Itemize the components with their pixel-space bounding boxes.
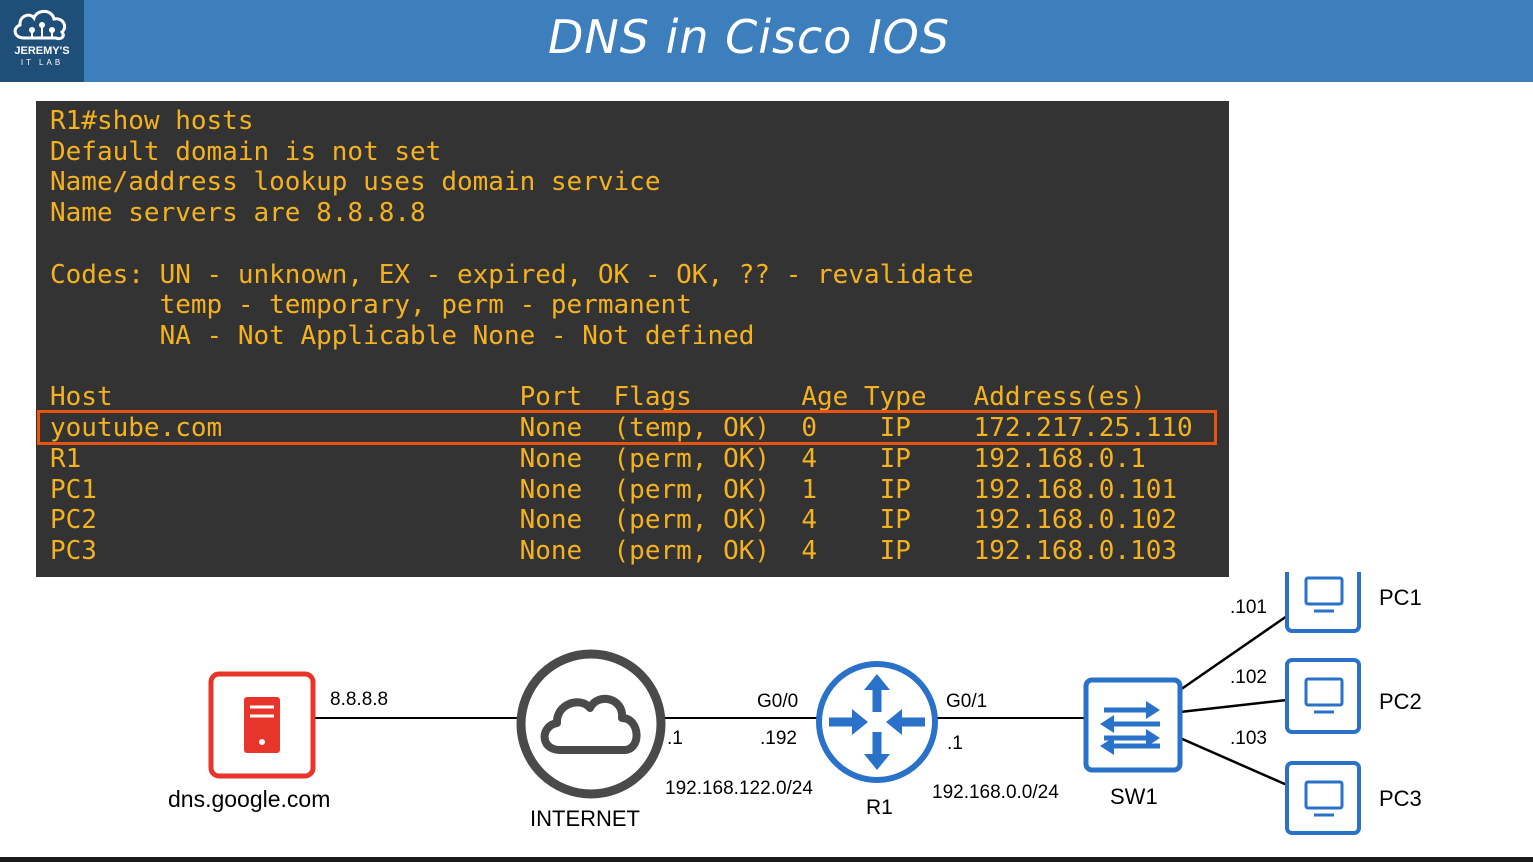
pc3-ip-label: .103 bbox=[1230, 728, 1267, 749]
terminal-line: temp - temporary, perm - permanent bbox=[50, 290, 692, 320]
pc1-ip-label: .101 bbox=[1230, 597, 1267, 618]
internet-label: INTERNET bbox=[530, 806, 640, 831]
link-sw1-pc3 bbox=[1179, 736, 1288, 787]
dns-ip-label: 8.8.8.8 bbox=[330, 689, 389, 710]
host-row-pc1: PC1 None (perm, OK) 1 IP 192.168.0.101 bbox=[50, 475, 1178, 505]
logo-text: JEREMY'S bbox=[14, 45, 70, 57]
page-title: DNS in Cisco IOS bbox=[547, 10, 951, 64]
router-r1-icon bbox=[816, 661, 938, 783]
dns-name-label: dns.google.com bbox=[168, 786, 331, 812]
wan-subnet-label: 192.168.122.0/24 bbox=[665, 778, 813, 799]
internet-cloud-icon bbox=[516, 649, 666, 799]
terminal-line: Name/address lookup uses domain service bbox=[50, 167, 661, 197]
pc1-icon bbox=[1285, 572, 1361, 633]
logo: JEREMY'S IT LAB bbox=[0, 0, 84, 82]
link-sw1-pc1 bbox=[1179, 614, 1288, 692]
cloud-network-icon bbox=[13, 9, 67, 41]
internet-side-ip: .1 bbox=[667, 728, 683, 749]
r1-g00-ip: .192 bbox=[760, 728, 797, 749]
pc3-icon bbox=[1285, 761, 1361, 835]
terminal-output: R1#show hosts Default domain is not set … bbox=[36, 101, 1229, 577]
terminal-line: Codes: UN - unknown, EX - expired, OK - … bbox=[50, 260, 974, 290]
host-table-header: Host Port Flags Age Type Address(es) bbox=[50, 382, 1146, 412]
dns-server-icon bbox=[208, 671, 316, 779]
r1-g01-label: G0/1 bbox=[946, 691, 988, 712]
r1-g01-ip: .1 bbox=[947, 733, 963, 754]
lan-subnet-label: 192.168.0.0/24 bbox=[932, 782, 1059, 803]
terminal-line: Default domain is not set bbox=[50, 137, 442, 167]
pc2-label: PC2 bbox=[1379, 689, 1422, 714]
network-diagram bbox=[208, 572, 1361, 835]
bottom-rule bbox=[0, 857, 1533, 862]
pc1-label: PC1 bbox=[1379, 585, 1422, 610]
highlight-box bbox=[37, 410, 1217, 445]
logo-subtext: IT LAB bbox=[20, 58, 64, 67]
r1-g00-label: G0/0 bbox=[757, 691, 799, 712]
header-bar: JEREMY'S IT LAB DNS in Cisco IOS bbox=[0, 0, 1533, 82]
terminal-line: NA - Not Applicable None - Not defined bbox=[50, 321, 755, 351]
host-row-r1: R1 None (perm, OK) 4 IP 192.168.0.1 bbox=[50, 444, 1146, 474]
pc2-ip-label: .102 bbox=[1230, 667, 1267, 688]
terminal-line: R1#show hosts bbox=[50, 106, 254, 136]
host-row-youtube: youtube.com None (temp, OK) 0 IP 172.217… bbox=[50, 413, 1193, 443]
r1-label: R1 bbox=[866, 796, 893, 819]
pc3-label: PC3 bbox=[1379, 786, 1422, 811]
sw1-label: SW1 bbox=[1110, 784, 1158, 809]
link-sw1-pc2 bbox=[1179, 698, 1288, 714]
host-row-pc2: PC2 None (perm, OK) 4 IP 192.168.0.102 bbox=[50, 505, 1178, 535]
host-row-pc3: PC3 None (perm, OK) 4 IP 192.168.0.103 bbox=[50, 536, 1178, 566]
terminal-line: Name servers are 8.8.8.8 bbox=[50, 198, 426, 228]
switch-sw1-icon bbox=[1083, 677, 1183, 773]
pc2-icon bbox=[1285, 658, 1361, 734]
